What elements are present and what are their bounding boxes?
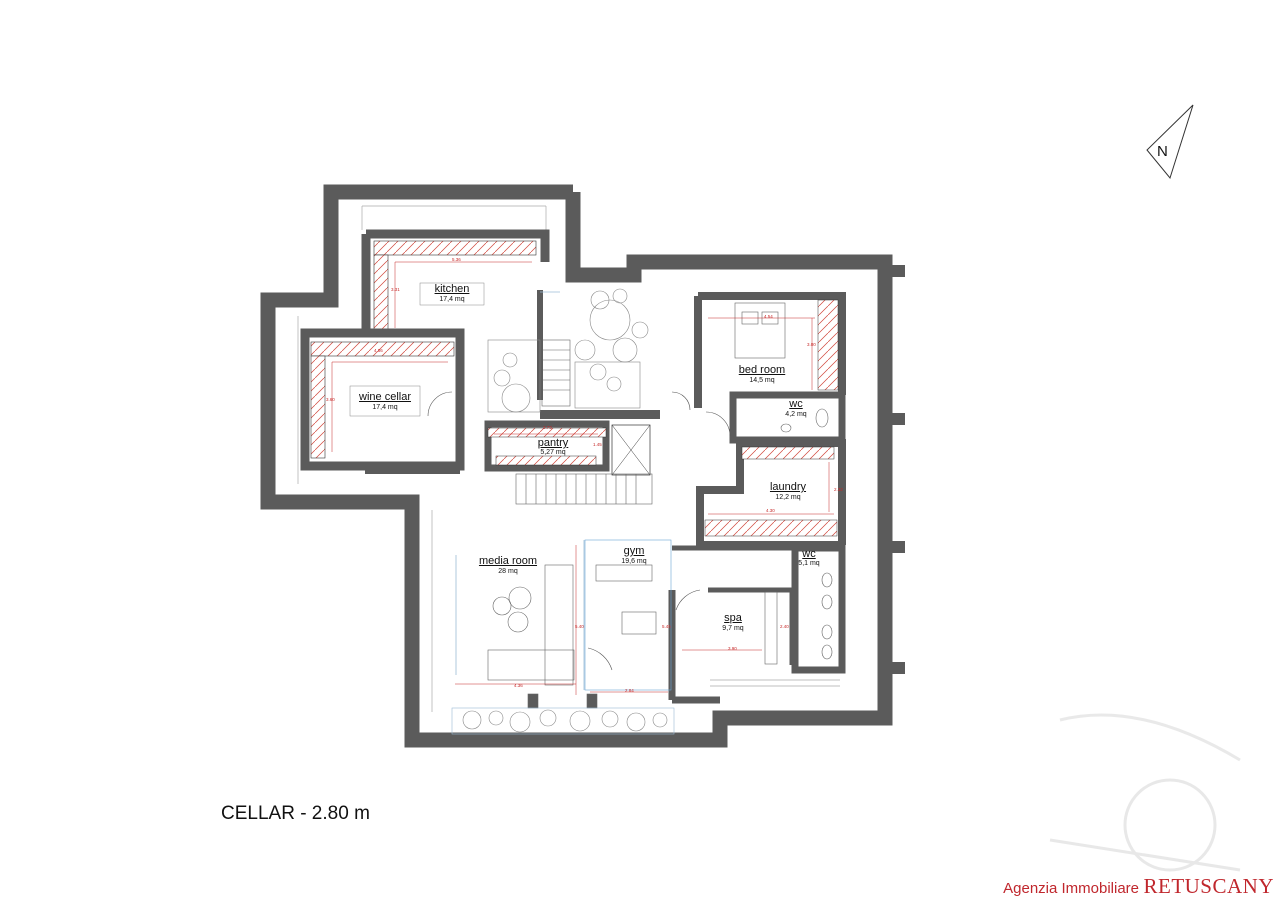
dimension-label: 4.36 (514, 683, 523, 688)
room-area-laundry: 12,2 mq (775, 494, 801, 501)
north-arrow-icon (1146, 104, 1194, 180)
dimension-label: 4.86 (374, 348, 383, 353)
pantry-walls (484, 410, 660, 476)
light-well-lines (297, 205, 840, 712)
dimension-label: 5.45 (662, 624, 671, 629)
room-area-spa: 9,7 mq (722, 625, 744, 632)
north-label: N (1157, 143, 1168, 160)
wall-pegs (885, 265, 905, 674)
exterior-wall (260, 184, 893, 748)
room-area-bed-room: 14,5 mq (749, 377, 775, 384)
room-area-wc-2: 5,1 mq (798, 560, 820, 567)
dimension-label: 1.45 (593, 442, 602, 447)
room-name-media-room: media room (478, 555, 538, 567)
room-name-bed-room: bed room (738, 364, 786, 376)
agency-logo: Agenzia Immobiliare RETUSCANY (1003, 874, 1274, 899)
dimension-label: 2.32 (834, 487, 843, 492)
room-name-pantry: pantry (537, 437, 569, 449)
dimension-label: 2.84 (625, 688, 634, 693)
dimension-label: 3.60 (326, 397, 335, 402)
wine-cellar-walls (300, 328, 465, 474)
dimension-label: 4.30 (766, 508, 775, 513)
dimension-label: 3.00 (807, 342, 816, 347)
room-name-laundry: laundry (769, 481, 807, 493)
windows (455, 291, 585, 690)
gym-spa-walls (575, 539, 795, 704)
room-name-gym: gym (623, 545, 645, 557)
dimension-label: 3.31 (391, 287, 400, 292)
room-area-media-room: 28 mq (498, 568, 518, 575)
dimension-label: 5.36 (452, 257, 461, 262)
room-name-wc: wc (789, 398, 803, 410)
room-area-wine-cellar: 17,4 mq (372, 404, 398, 411)
dimension-label: 5.40 (575, 624, 584, 629)
garden-plants (451, 707, 675, 735)
laundry-walls (696, 439, 846, 549)
agency-prefix: Agenzia Immobiliare (1003, 880, 1140, 897)
bedroom-walls (671, 292, 846, 444)
room-area-gym: 19,6 mq (621, 558, 647, 565)
media-room-furniture (455, 564, 598, 709)
stairs (515, 339, 653, 505)
room-name-kitchen: kitchen (434, 283, 470, 295)
room-name-wine-cellar: wine cellar (359, 391, 411, 403)
room-area-kitchen: 17,4 mq (439, 296, 465, 303)
dimension-label: 3.73 (543, 425, 552, 430)
room-area-pantry: 5,27 mq (540, 449, 566, 456)
room-name-wc-2: wc (802, 548, 816, 560)
wc2-walls (791, 544, 846, 674)
courtyard-plants (487, 288, 649, 413)
room-name-spa: spa (724, 612, 742, 624)
floor-caption: CELLAR - 2.80 m (221, 803, 370, 824)
room-area-wc: 4,2 mq (785, 411, 807, 418)
dimension-label: 4.54 (764, 314, 773, 319)
dimension-label: 3.90 (728, 646, 737, 651)
agency-watermark (1049, 713, 1241, 872)
dimension-label: 2.40 (780, 624, 789, 629)
agency-brand: RETUSCANY (1143, 874, 1274, 898)
